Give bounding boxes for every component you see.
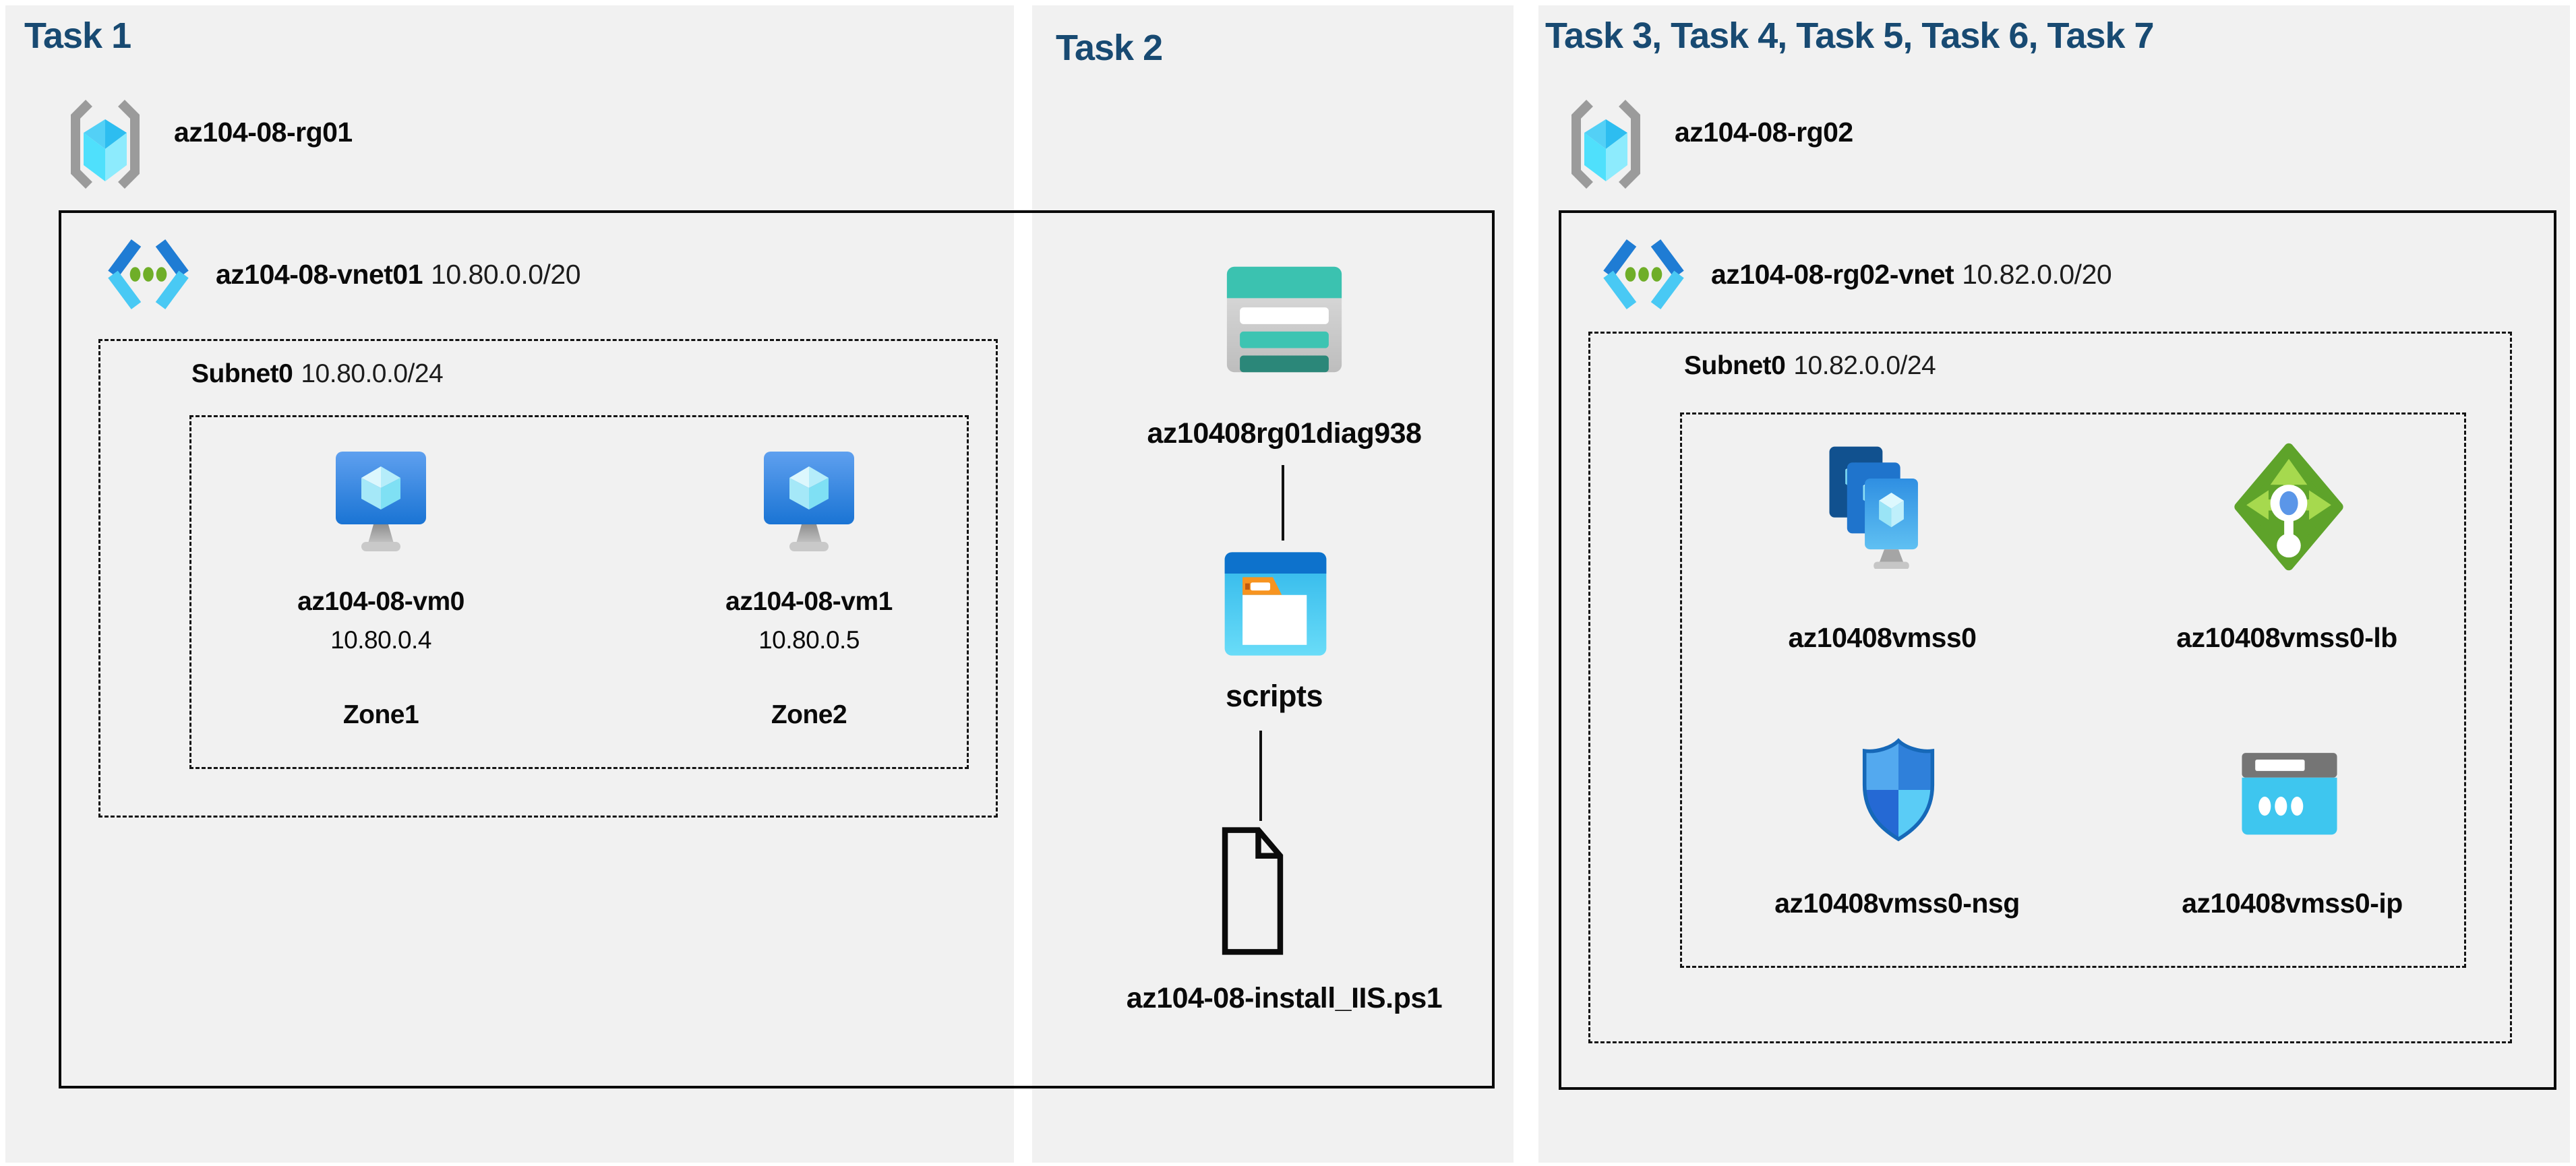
storage-account-label: az10408rg01diag938 bbox=[1147, 417, 1422, 450]
task1-panel bbox=[5, 5, 1014, 1163]
nsg-label: az10408vmss0-nsg bbox=[1774, 888, 2020, 919]
load-balancer-icon bbox=[2234, 442, 2344, 572]
virtual-network-icon bbox=[100, 237, 197, 311]
vm-icon bbox=[332, 449, 430, 555]
virtual-network-icon bbox=[1595, 237, 1692, 311]
task3-panel bbox=[1538, 5, 2570, 1163]
vmss-icon bbox=[1818, 445, 1950, 569]
nsg-icon bbox=[1856, 737, 1941, 842]
public-ip-icon bbox=[2236, 751, 2343, 842]
rg1-label: az104-08-rg01 bbox=[174, 117, 353, 148]
script-file-icon bbox=[1220, 825, 1285, 957]
resource-group-icon bbox=[61, 96, 150, 192]
container-label: scripts bbox=[1225, 679, 1323, 713]
load-balancer-label: az10408vmss0-lb bbox=[2176, 622, 2397, 653]
vm1-zone: Zone2 bbox=[771, 700, 847, 729]
blob-container-icon bbox=[1223, 550, 1328, 658]
public-ip-label: az10408vmss0-ip bbox=[2182, 888, 2403, 919]
vm0-name: az104-08-vm0 bbox=[297, 587, 465, 616]
subnet0-rg02-dashed-box bbox=[1588, 332, 2512, 1043]
subnet0-rg01-dashed-box bbox=[98, 339, 998, 818]
vm0-zone: Zone1 bbox=[342, 700, 419, 729]
rg2-label: az104-08-rg02 bbox=[1675, 117, 1853, 148]
vm-icon bbox=[760, 449, 858, 555]
task2-title: Task 2 bbox=[1056, 28, 1163, 68]
vm1-ip: 10.80.0.5 bbox=[758, 626, 860, 654]
task1-title: Task 1 bbox=[24, 16, 131, 56]
storage-account-icon bbox=[1225, 265, 1344, 374]
connector-storage-scripts bbox=[1282, 465, 1284, 541]
resource-group-icon bbox=[1561, 96, 1650, 192]
vmss-label: az10408vmss0 bbox=[1788, 622, 1977, 653]
connector-scripts-file bbox=[1259, 731, 1262, 821]
script-file-label: az104-08-install_IIS.ps1 bbox=[1126, 982, 1443, 1014]
vm-group-dashed-box bbox=[189, 415, 969, 769]
vmss-group-dashed-box bbox=[1680, 412, 2466, 968]
rg01-boundary-box bbox=[59, 210, 1495, 1088]
vm1-name: az104-08-vm1 bbox=[725, 587, 893, 616]
rg02-boundary-box bbox=[1559, 210, 2556, 1090]
vm0-ip: 10.80.0.4 bbox=[330, 626, 431, 654]
task3-title: Task 3, Task 4, Task 5, Task 6, Task 7 bbox=[1545, 16, 2155, 56]
